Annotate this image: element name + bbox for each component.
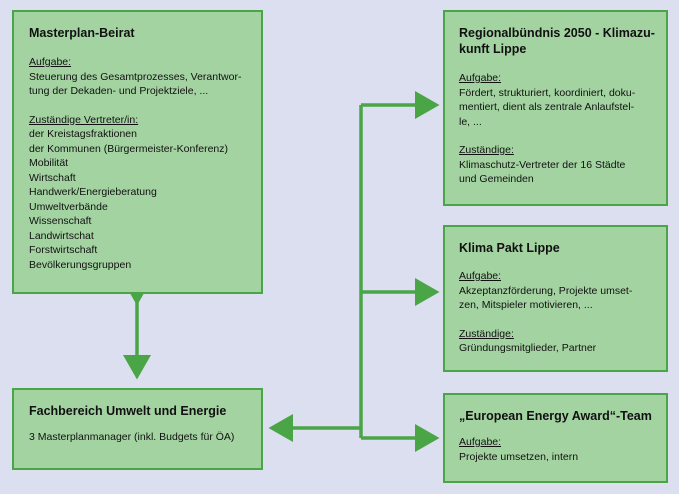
regional-zust-line: und Gemeinden xyxy=(459,173,534,185)
beirat-vertreter-item: Wissenschaft xyxy=(29,215,92,227)
beirat-aufgabe-line: tung der Dekaden- und Projektziele, ... xyxy=(29,85,209,97)
fachbereich-title: Fachbereich Umwelt und Energie xyxy=(29,404,227,418)
regional-aufgabe-line: le, ... xyxy=(459,115,482,128)
regional-aufgabe-line: Fördert, strukturiert, koordiniert, doku… xyxy=(459,86,636,99)
beirat-aufgabe-heading: Aufgabe: xyxy=(29,56,72,68)
eea-title: „European Energy Award“-Team xyxy=(459,409,652,423)
beirat-vertreter-item: Mobilität xyxy=(29,157,69,169)
klima-title: Klima Pakt Lippe xyxy=(459,241,560,255)
regional-title-line: Regionalbündnis 2050 - Klimazu- xyxy=(459,26,655,40)
beirat-title: Masterplan-Beirat xyxy=(29,26,135,40)
fachbereich-line: 3 Masterplanmanager (inkl. Budgets für Ö… xyxy=(29,431,235,443)
box-european-energy-award: „European Energy Award“-Team Aufgabe: Pr… xyxy=(443,393,668,483)
klima-zust-line: Gründungsmitglieder, Partner xyxy=(459,342,597,354)
beirat-vertreter-item: Bevölkerungsgruppen xyxy=(29,258,132,271)
beirat-aufgabe-line: Steuerung des Gesamtprozesses, Verantwor… xyxy=(29,70,242,83)
klima-zust-heading: Zuständige: xyxy=(459,327,514,340)
box-regionalbuendnis: Regionalbündnis 2050 - Klimazu- kunft Li… xyxy=(443,10,668,206)
klima-aufgabe-line: Akzeptanzförderung, Projekte umset- xyxy=(459,284,633,297)
beirat-vertreter-item: Handwerk/Energieberatung xyxy=(29,186,157,198)
box-fachbereich: Fachbereich Umwelt und Energie 3 Masterp… xyxy=(12,388,263,470)
beirat-vertreter-item: Landwirtschat xyxy=(29,229,94,242)
regional-zust-line: Klimaschutz-Vertreter der 16 Städte xyxy=(459,158,626,171)
eea-aufgabe-line: Projekte umsetzen, intern xyxy=(459,450,579,463)
regional-zust-heading: Zuständige: xyxy=(459,144,514,156)
regional-title-line: kunft Lippe xyxy=(459,42,527,56)
beirat-vertreter-item: der Kommunen (Bürgermeister-Konferenz) xyxy=(29,142,228,155)
regional-aufgabe-heading: Aufgabe: xyxy=(459,72,502,84)
klima-aufgabe-line: zen, Mitspieler motivieren, ... xyxy=(459,299,593,311)
beirat-vertreter-item: Umweltverbände xyxy=(29,200,108,213)
beirat-vertreter-item: der Kreistagsfraktionen xyxy=(29,128,137,140)
klima-aufgabe-heading: Aufgabe: xyxy=(459,270,502,282)
box-masterplan-beirat: Masterplan-Beirat Aufgabe: Steuerung des… xyxy=(12,10,263,294)
regional-aufgabe-line: mentiert, dient als zentrale Anlaufstel- xyxy=(459,101,635,113)
box-klima-pakt: Klima Pakt Lippe Aufgabe: Akzeptanzförde… xyxy=(443,225,668,372)
beirat-vertreter-heading: Zuständige Vertreter/in: xyxy=(29,113,139,126)
eea-aufgabe-heading: Aufgabe: xyxy=(459,436,502,448)
regional-title: Regionalbündnis 2050 - Klimazu- kunft Li… xyxy=(459,25,666,57)
beirat-vertreter-item: Forstwirtschaft xyxy=(29,244,98,256)
beirat-vertreter-item: Wirtschaft xyxy=(29,171,76,184)
